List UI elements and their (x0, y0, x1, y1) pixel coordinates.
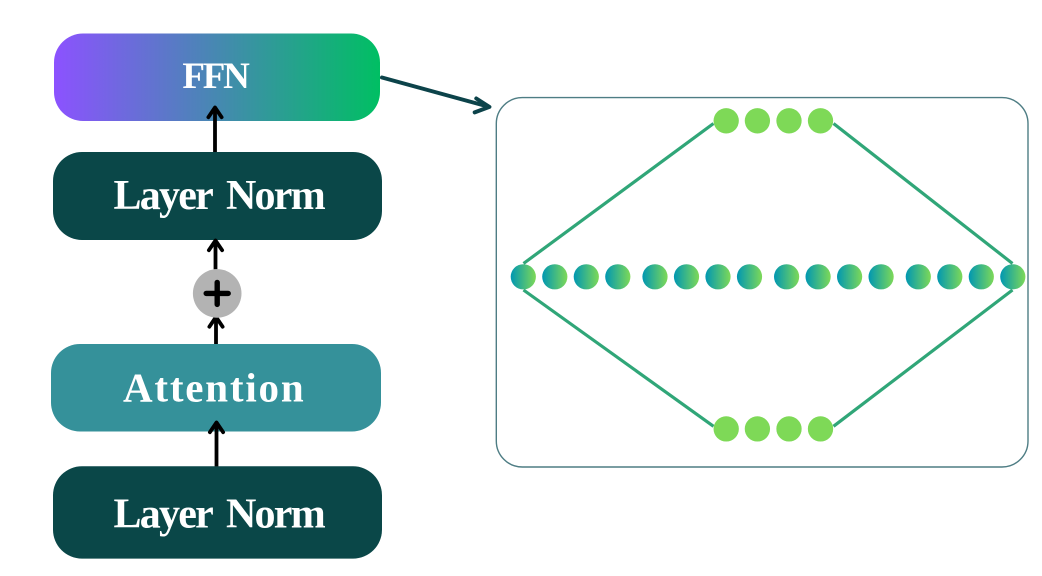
svg-text:FFN: FFN (182, 56, 250, 97)
svg-text:Layer Norm: Layer Norm (113, 491, 325, 537)
svg-text:Attention: Attention (123, 364, 305, 410)
svg-text:Layer Norm: Layer Norm (113, 173, 325, 219)
